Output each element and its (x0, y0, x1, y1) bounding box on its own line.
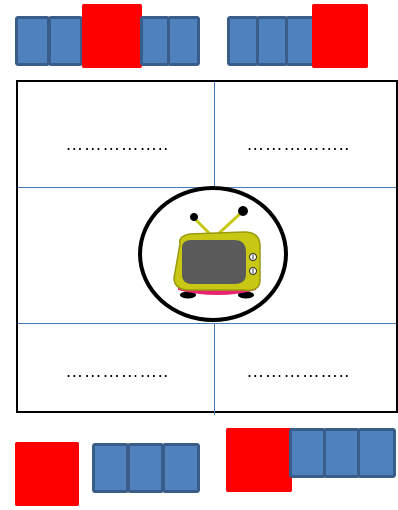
grid-line-vertical-bottom (214, 323, 215, 415)
blue-block (140, 16, 170, 66)
blue-block (92, 443, 129, 493)
answer-blank-bottom-right[interactable]: …………….. (223, 361, 373, 381)
red-block (15, 442, 79, 506)
blue-block (289, 428, 326, 478)
blue-block (127, 443, 164, 493)
blue-block (357, 428, 396, 478)
blue-block (162, 443, 200, 493)
answer-board: …………….. …………….. …………….. …………….. (16, 80, 398, 413)
blue-block (256, 16, 288, 66)
blue-block (227, 16, 259, 66)
blue-block (15, 16, 50, 66)
grid-line-vertical-top (214, 82, 215, 187)
blue-block (48, 16, 83, 66)
red-block (312, 4, 368, 68)
answer-blank-bottom-left[interactable]: …………….. (42, 361, 192, 381)
blue-block (323, 428, 360, 478)
red-block (226, 428, 292, 492)
red-block (82, 4, 142, 68)
answer-blank-top-left[interactable]: …………….. (42, 134, 192, 154)
grid-line-horizontal (18, 323, 396, 324)
center-picture (138, 186, 288, 322)
blue-block (167, 16, 200, 66)
answer-blank-top-right[interactable]: …………….. (223, 134, 373, 154)
tv-icon (164, 200, 264, 310)
